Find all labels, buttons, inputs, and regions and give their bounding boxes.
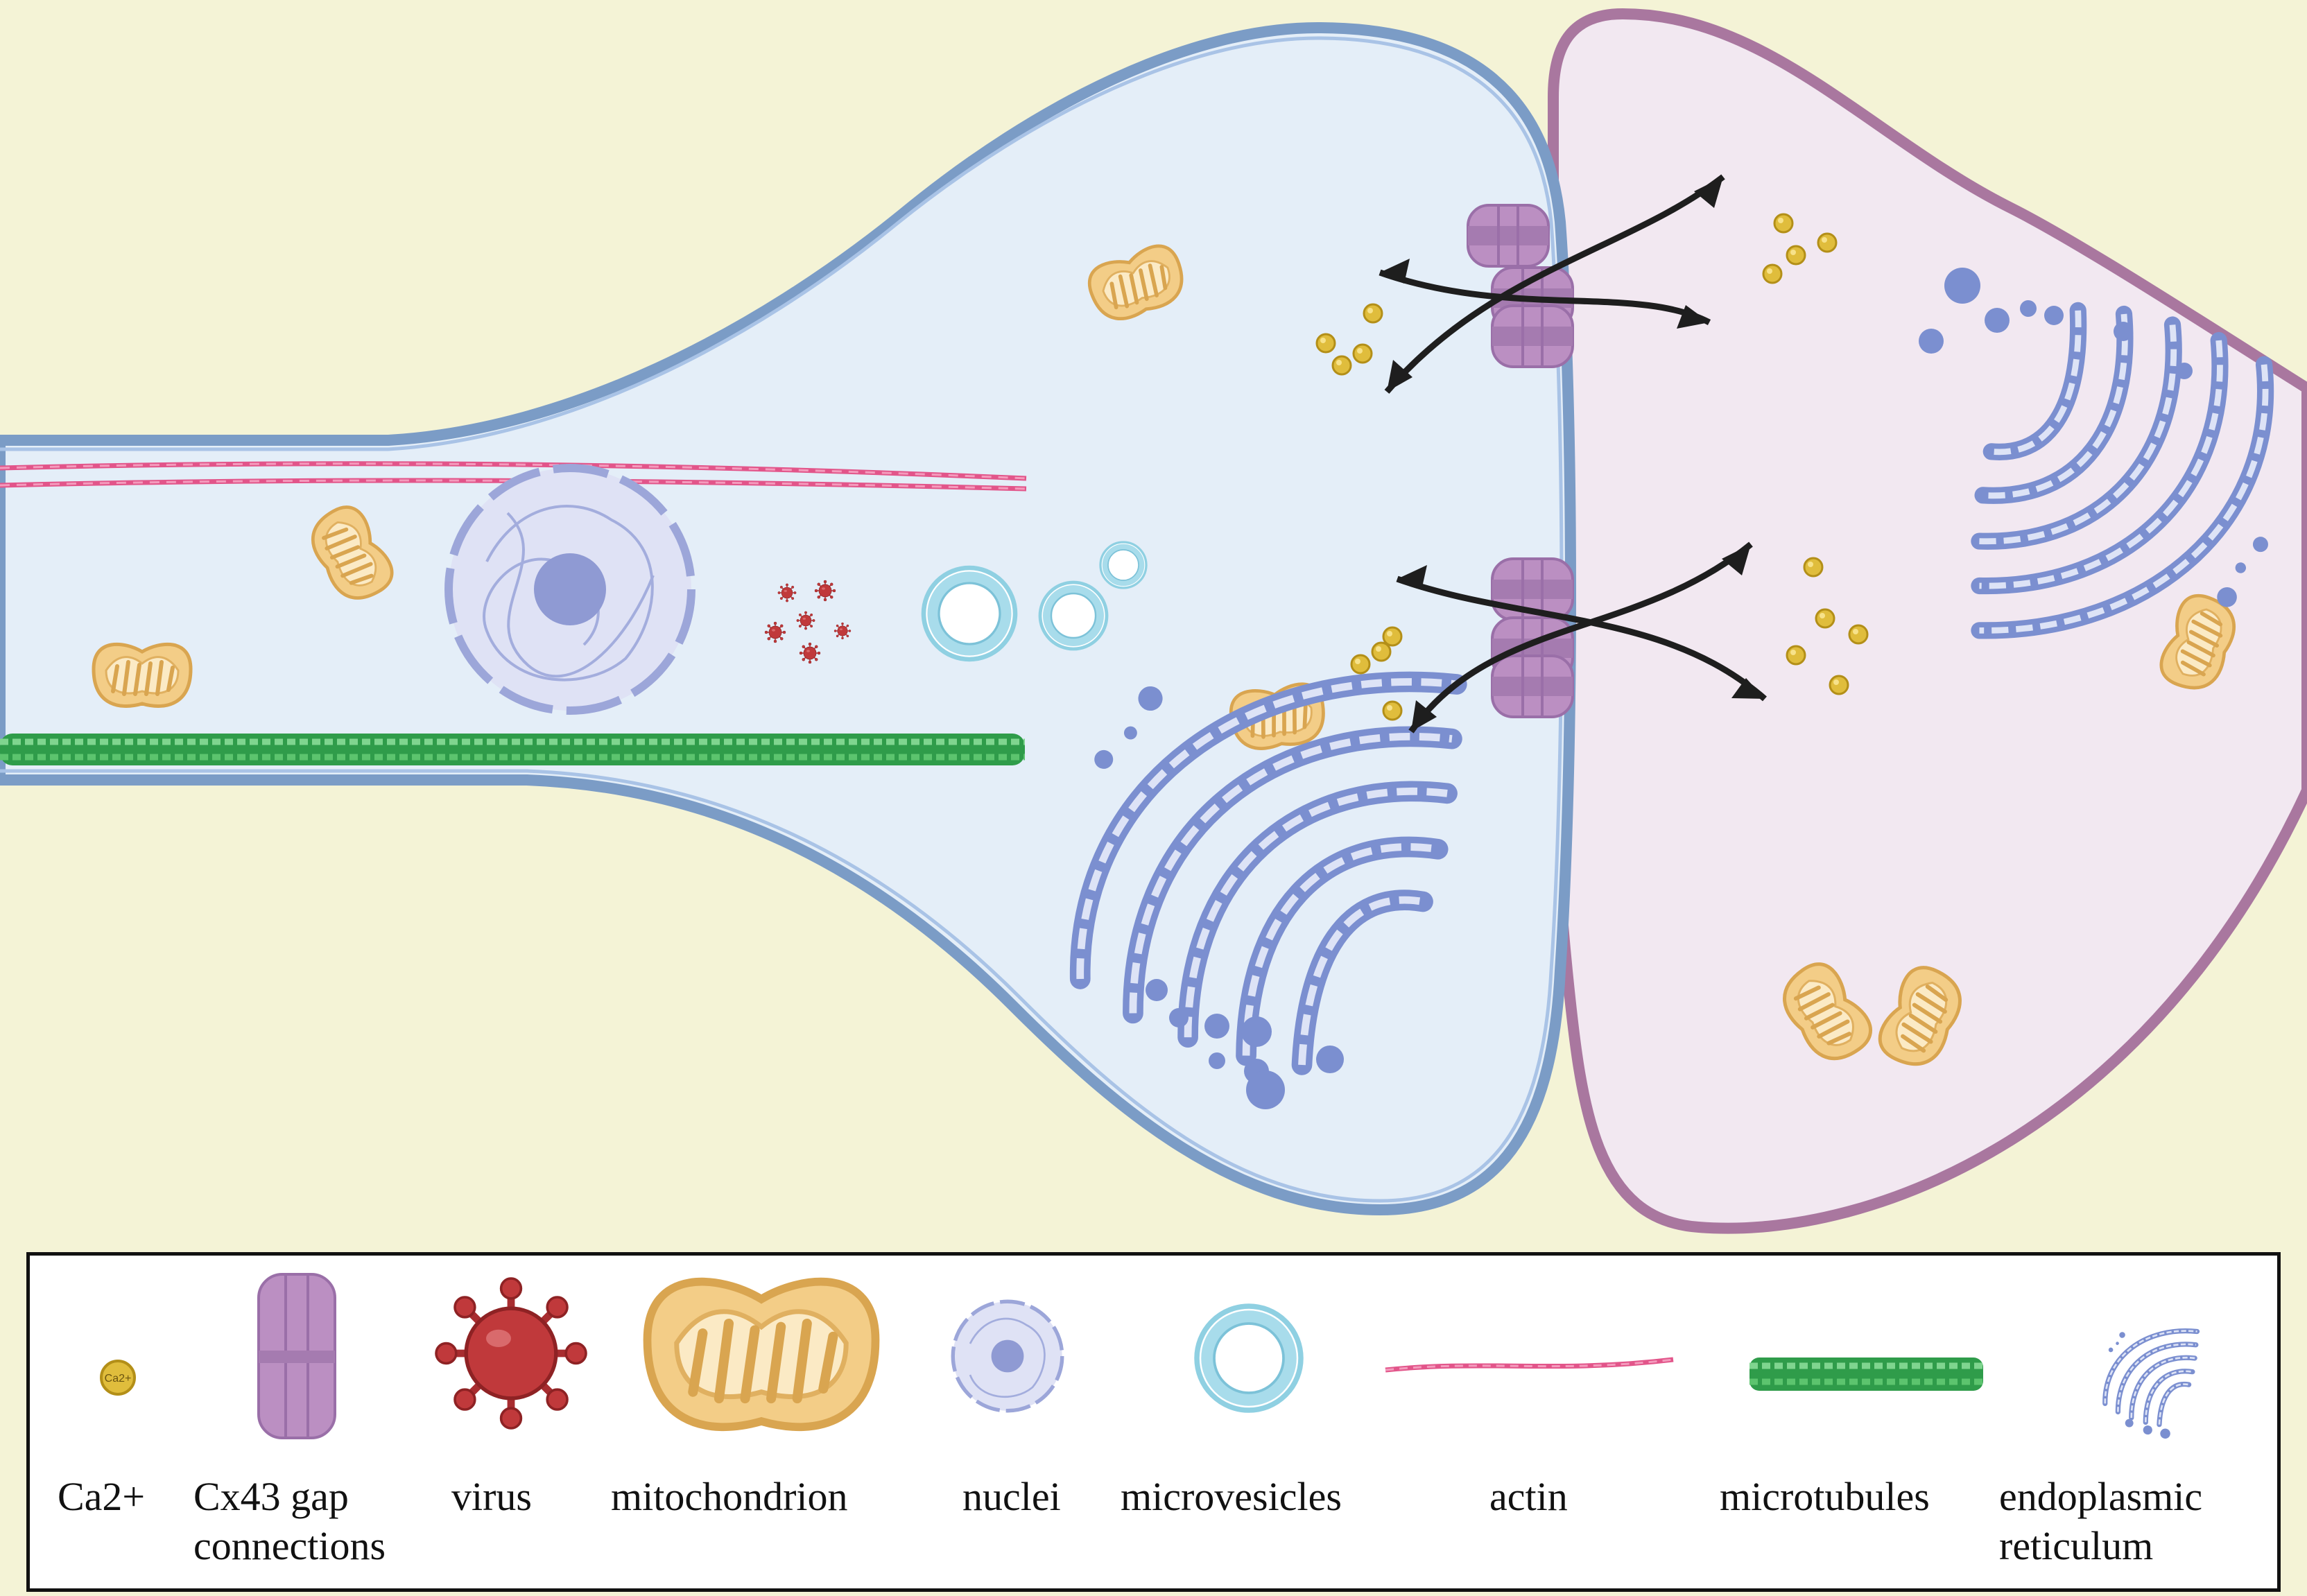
legend-label-cx43-line1: Cx43 gap [193, 1474, 349, 1519]
legend-virus-icon [436, 1278, 586, 1428]
arrowheads [1380, 177, 1765, 731]
legend-nucleus-icon [951, 1299, 1064, 1413]
legend-ca-icon-text: Ca2+ [105, 1373, 132, 1385]
left-cell [0, 21, 1576, 1216]
legend-label-actin: actin [1489, 1474, 1568, 1519]
legend-microtubule-icon [1749, 1358, 1983, 1391]
er-right-vesicles [1919, 268, 2193, 379]
legend-label-mitochondrion: mitochondrion [611, 1474, 848, 1519]
legend-microvesicle-icon [1197, 1306, 1301, 1410]
legend-actin-icon [1385, 1357, 1674, 1373]
legend-label-nuclei: nuclei [962, 1474, 1061, 1519]
legend-label-microvesicles: microvesicles [1121, 1474, 1342, 1519]
legend-er-icon [2089, 1313, 2222, 1452]
legend-mitochondrion-icon [648, 1282, 876, 1427]
legend-cx43-icon [257, 1273, 336, 1439]
legend-ca-icon: Ca2+ [100, 1360, 136, 1396]
exchange-arrows-top [1379, 174, 1725, 394]
legend: Ca2+ [26, 1252, 2281, 1592]
legend-label-cx43-line2: connections [193, 1523, 386, 1568]
nucleus [444, 464, 695, 715]
microtubule-filament [0, 734, 1025, 765]
er-left-vesicles [1146, 979, 1344, 1109]
gap-junction-bottom [1491, 557, 1574, 718]
legend-label-microtubules: microtubules [1720, 1474, 1930, 1519]
exchange-arrows-bottom [1396, 541, 1767, 734]
actin-filaments [0, 461, 1027, 492]
legend-label-er-line1: endoplasmic [1999, 1474, 2203, 1519]
legend-label-er-line2: reticulum [1999, 1523, 2154, 1568]
legend-label-virus: virus [451, 1474, 532, 1519]
legend-icons: Ca2+ [100, 1273, 2277, 1452]
legend-label-ca: Ca2+ [58, 1474, 146, 1519]
